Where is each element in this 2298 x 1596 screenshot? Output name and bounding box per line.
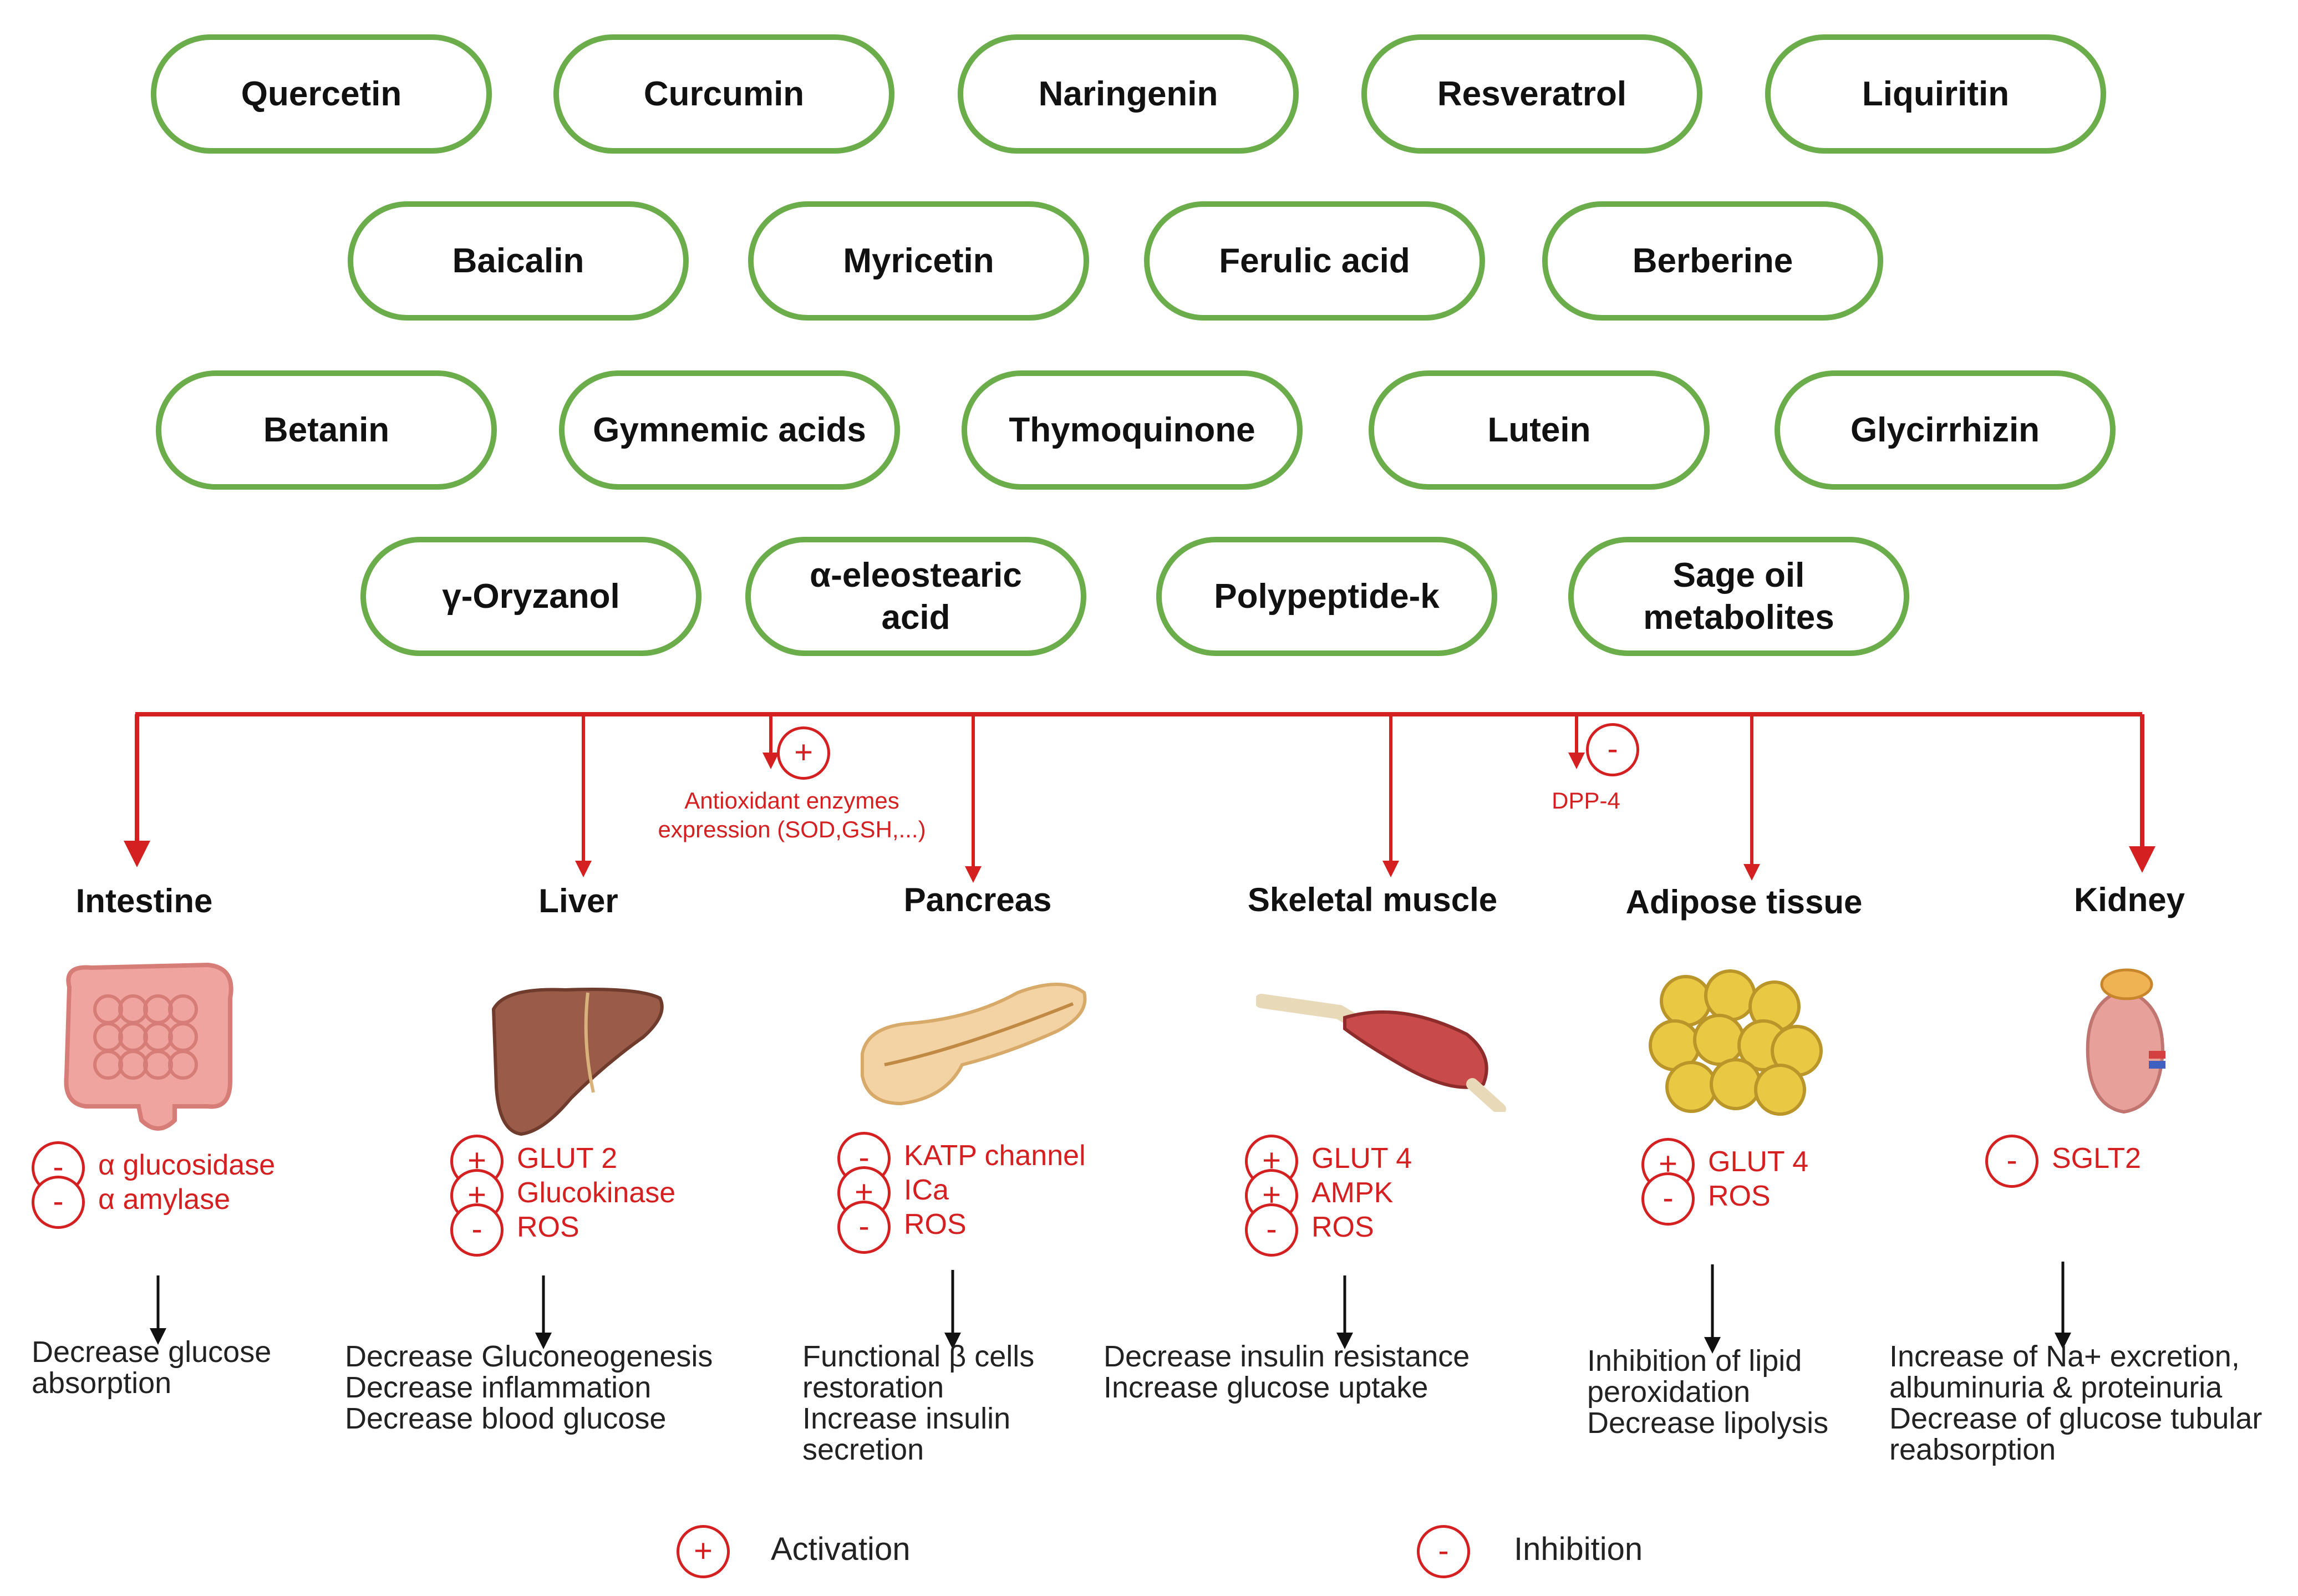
- compound-pill: Glycirrhizin: [1775, 370, 2116, 490]
- compound-pill: α-eleostearic acid: [745, 537, 1086, 656]
- effect-label: α amylase: [98, 1183, 231, 1216]
- dpp4-label: DPP-4: [1552, 787, 1620, 814]
- effect-symbol: -: [32, 1176, 85, 1229]
- compound-pill: Resveratrol: [1361, 34, 1702, 154]
- compound-pill: Gymnemic acids: [559, 370, 900, 490]
- effect-label: GLUT 4: [1311, 1142, 1412, 1175]
- compound-pill: Naringenin: [958, 34, 1299, 154]
- kidney-icon: [2068, 968, 2179, 1131]
- effect-label: AMPK: [1311, 1177, 1394, 1209]
- adipose-icon: [1641, 968, 1824, 1131]
- liver-icon: [482, 976, 671, 1145]
- outcome-text: Decrease Gluconeogenesis Decrease inflam…: [345, 1340, 713, 1435]
- outcome-text: Increase of Na+ excretion, albuminuria &…: [1889, 1340, 2263, 1466]
- organ-title: Adipose tissue: [1625, 883, 1863, 921]
- outcome-text: Decrease insulin resistance Increase glu…: [1104, 1340, 1470, 1404]
- organ-title: Skeletal muscle: [1247, 881, 1498, 918]
- inhibition-symbol: -: [1586, 723, 1639, 776]
- compound-pill: Betanin: [156, 370, 497, 490]
- compound-pill: Berberine: [1542, 201, 1883, 321]
- pancreas-icon: [851, 970, 1095, 1117]
- organ-title: Liver: [538, 882, 618, 919]
- outcome-text: Functional β cells restoration Increase …: [802, 1340, 1035, 1466]
- effect-label: GLUT 4: [1708, 1146, 1809, 1178]
- compound-pill: Lutein: [1369, 370, 1710, 490]
- legend-activation-label: Activation: [771, 1531, 911, 1567]
- effect-label: ROS: [1708, 1180, 1771, 1212]
- muscle-icon: [1254, 979, 1511, 1115]
- outcome-text: Inhibition of lipid peroxidation Decreas…: [1587, 1344, 1829, 1440]
- compound-pill: Ferulic acid: [1144, 201, 1485, 321]
- effect-label: Glucokinase: [517, 1177, 676, 1209]
- compound-pill: Polypeptide-k: [1156, 537, 1497, 656]
- compound-pill: Curcumin: [553, 34, 894, 154]
- effect-label: GLUT 2: [517, 1142, 618, 1175]
- effect-symbol: -: [837, 1201, 891, 1254]
- antioxidant-label: Antioxidant enzymes expression (SOD,GSH,…: [658, 787, 926, 842]
- intestine-icon: [47, 954, 247, 1140]
- effect-label: α glucosidase: [98, 1149, 276, 1181]
- outcome-text: Decrease glucose absorption: [32, 1335, 272, 1400]
- effect-label: ROS: [904, 1208, 967, 1241]
- organ-title: Intestine: [75, 882, 213, 919]
- effect-label: ROS: [1311, 1211, 1374, 1243]
- organ-title: Kidney: [2073, 881, 2185, 918]
- legend-inhibition-icon: -: [1417, 1525, 1470, 1578]
- organ-title: Pancreas: [903, 881, 1052, 918]
- compound-pill: Liquiritin: [1765, 34, 2106, 154]
- effect-label: SGLT2: [2052, 1142, 2141, 1175]
- compound-pill: Quercetin: [151, 34, 492, 154]
- effect-label: KATP channel: [904, 1140, 1086, 1172]
- compound-pill: γ-Oryzanol: [360, 537, 701, 656]
- activation-symbol: +: [777, 726, 830, 780]
- legend-activation-icon: +: [677, 1525, 730, 1578]
- effect-label: ROS: [517, 1211, 579, 1243]
- compound-pill: Sage oil metabolites: [1568, 537, 1909, 656]
- effect-label: ICa: [904, 1174, 949, 1206]
- compound-pill: Baicalin: [348, 201, 689, 321]
- effect-symbol: -: [450, 1203, 504, 1257]
- compound-pill: Thymoquinone: [962, 370, 1303, 490]
- legend-inhibition-label: Inhibition: [1514, 1531, 1643, 1567]
- effect-symbol: -: [1245, 1203, 1298, 1257]
- effect-symbol: -: [1641, 1172, 1695, 1226]
- effect-symbol: -: [1985, 1135, 2038, 1188]
- compound-pill: Myricetin: [748, 201, 1089, 321]
